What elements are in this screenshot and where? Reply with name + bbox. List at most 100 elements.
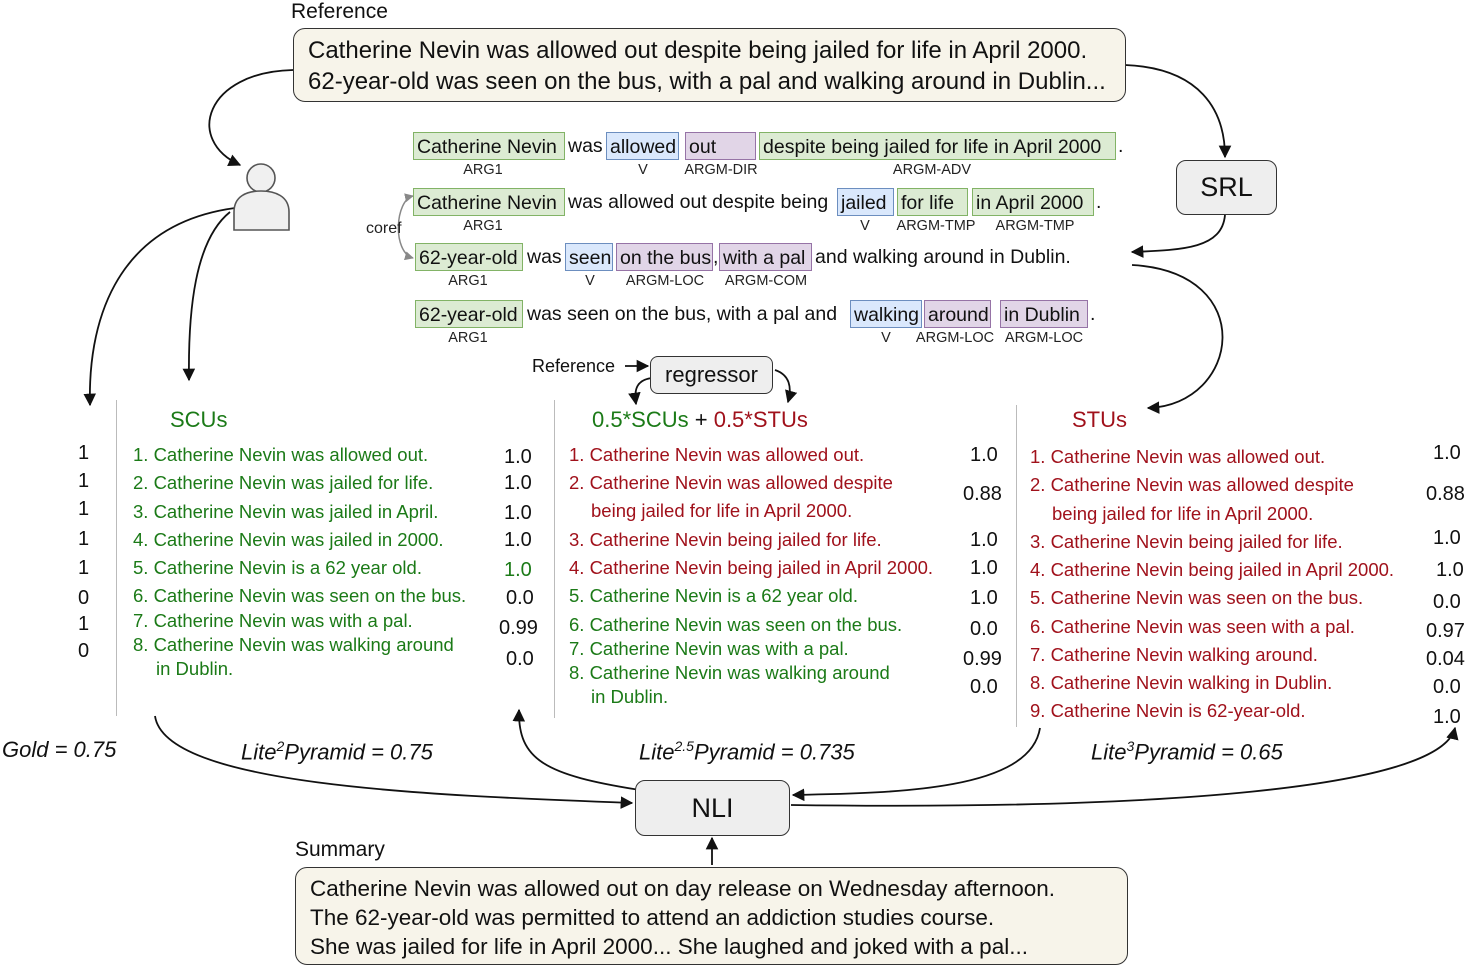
person-icon xyxy=(233,163,290,231)
stu-item: 4. Catherine Nevin being jailed in April… xyxy=(1030,559,1395,580)
scu-item: 3. Catherine Nevin was jailed in April. xyxy=(133,501,439,522)
nli-box: NLI xyxy=(635,780,790,836)
arrow-nli-to-mixed xyxy=(512,708,641,791)
srl-token-plain: was allowed out despite being xyxy=(568,191,829,213)
mixed-score: 0.88 xyxy=(963,483,1002,505)
srl-token-arg: despite being jailed for life in April 2… xyxy=(759,132,1116,160)
stu-score: 1.0 xyxy=(1433,527,1461,549)
srl-role: ARGM-ADV xyxy=(892,162,972,178)
stu-score: 1.0 xyxy=(1433,706,1461,728)
scu-score: 1.0 xyxy=(504,472,532,494)
srl-role: V xyxy=(585,273,595,289)
mixed-item: 2. Catherine Nevin was allowed despite xyxy=(569,472,893,493)
stu-item: 3. Catherine Nevin being jailed for life… xyxy=(1030,531,1343,552)
srl-token-plain: was seen on the bus, with a pal and xyxy=(527,303,838,325)
scu-item: 4. Catherine Nevin was jailed in 2000. xyxy=(133,529,444,550)
arrow-srl-to-rows xyxy=(1130,214,1226,258)
srl-token-plain: . xyxy=(1118,135,1124,157)
stu-score: 1.0 xyxy=(1433,442,1461,464)
scus-title: SCUs xyxy=(170,407,228,432)
stus-title: STUs xyxy=(1072,407,1127,432)
srl-token-arg: for life xyxy=(897,188,968,216)
summary-line: She was jailed for life in April 2000...… xyxy=(310,934,1028,959)
arrow-annotator-to-scus xyxy=(182,211,231,382)
gold-label: 1 xyxy=(78,498,90,520)
stu-item: 5. Catherine Nevin was seen on the bus. xyxy=(1030,587,1364,608)
stu-score: 0.88 xyxy=(1426,483,1465,505)
arrow-reference-to-annotator xyxy=(208,69,294,167)
mixed-item: 4. Catherine Nevin being jailed in April… xyxy=(569,557,934,578)
scu-score: 1.0 xyxy=(504,559,532,581)
mixed-item: 7. Catherine Nevin was with a pal. xyxy=(569,638,849,659)
srl-token-mod: on the bus xyxy=(616,243,713,271)
mixed-title-plus: + xyxy=(694,407,708,432)
metric-prefix: Lite xyxy=(241,739,277,765)
srl-token-arg: 62-year-old xyxy=(415,300,523,328)
summary-line: Catherine Nevin was allowed out on day r… xyxy=(310,876,1056,901)
srl-box: SRL xyxy=(1176,160,1277,215)
gold-label: 1 xyxy=(78,557,90,579)
reference-title: Reference xyxy=(291,0,388,23)
scu-item: 6. Catherine Nevin was seen on the bus. xyxy=(133,585,467,606)
mixed-item: 8. Catherine Nevin was walking around xyxy=(569,662,890,683)
scu-item-continuation: in Dublin. xyxy=(156,658,234,679)
mixed-item: 6. Catherine Nevin was seen on the bus. xyxy=(569,614,903,635)
srl-token-plain: . xyxy=(1090,303,1096,325)
mixed-title-stus: 0.5*STUs xyxy=(713,407,808,432)
metric-superscript: 2 xyxy=(276,738,285,754)
srl-token-arg: Catherine Nevin xyxy=(413,188,565,216)
regressor-box: regressor xyxy=(650,356,773,394)
metric-prefix: Lite xyxy=(639,739,675,765)
srl-token-verb: seen xyxy=(565,243,613,271)
summary-box: Catherine Nevin was allowed out on day r… xyxy=(295,867,1128,965)
srl-role: ARGM-LOC xyxy=(1004,330,1084,346)
scu-score: 1.0 xyxy=(504,502,532,524)
srl-role: ARG1 xyxy=(448,330,488,346)
mixed-item: 5. Catherine Nevin is a 62 year old. xyxy=(569,585,858,606)
srl-token-arg: 62-year-old xyxy=(415,243,523,271)
arrow-nli-to-stus xyxy=(790,726,1459,807)
metric-superscript: 3 xyxy=(1126,738,1135,754)
arrow-rows-to-stus xyxy=(1131,264,1224,414)
srl-role: V xyxy=(860,218,870,234)
stus-metric: Lite3Pyramid = 0.65 xyxy=(1091,738,1283,765)
stu-item: 9. Catherine Nevin is 62-year-old. xyxy=(1030,700,1306,721)
stu-score: 1.0 xyxy=(1436,559,1464,581)
srl-role: V xyxy=(638,162,648,178)
arrow-scus-to-nli xyxy=(154,715,634,809)
mixed-score: 0.99 xyxy=(963,648,1002,670)
srl-row-1: Catherine Nevin was allowed out despite … xyxy=(0,132,1472,160)
srl-token-verb: allowed xyxy=(606,132,679,160)
srl-token-mod: with a pal xyxy=(719,243,812,271)
arrow-regressor-to-scus xyxy=(628,377,653,406)
arrow-reference-to-srl xyxy=(1124,64,1232,159)
scu-score: 0.99 xyxy=(499,617,538,639)
metric-superscript: 2.5 xyxy=(674,738,694,754)
srl-token-verb: jailed xyxy=(837,188,894,216)
scu-score: 1.0 xyxy=(504,529,532,551)
srl-token-plain: was xyxy=(527,246,562,268)
metric-prefix: Lite xyxy=(1091,739,1127,765)
scu-score: 1.0 xyxy=(504,446,532,468)
srl-role: ARGM-LOC xyxy=(915,330,995,346)
mixed-item-continuation: in Dublin. xyxy=(591,686,669,707)
srl-token-plain: and walking around in Dublin. xyxy=(815,246,1071,268)
column-divider xyxy=(116,400,117,716)
srl-role: ARG1 xyxy=(463,218,503,234)
srl-token-arg: Catherine Nevin xyxy=(413,132,565,160)
srl-token-plain: was xyxy=(568,135,603,157)
coref-label: coref xyxy=(366,220,402,237)
column-divider xyxy=(1016,405,1017,727)
srl-role: ARG1 xyxy=(448,273,488,289)
stu-item-continuation: being jailed for life in April 2000. xyxy=(1052,503,1314,524)
column-divider xyxy=(554,400,555,718)
srl-token-plain: . xyxy=(1096,191,1102,213)
srl-role: ARGM-COM xyxy=(724,273,808,289)
mixed-title-scus: 0.5*SCUs xyxy=(592,407,689,432)
srl-token-mod: around xyxy=(924,300,991,328)
mixed-title: 0.5*SCUs + 0.5*STUs xyxy=(592,407,808,433)
srl-token-mod: in Dublin xyxy=(1000,300,1088,328)
srl-token-plain: , xyxy=(713,246,719,268)
stu-item: 8. Catherine Nevin walking in Dublin. xyxy=(1030,672,1333,693)
